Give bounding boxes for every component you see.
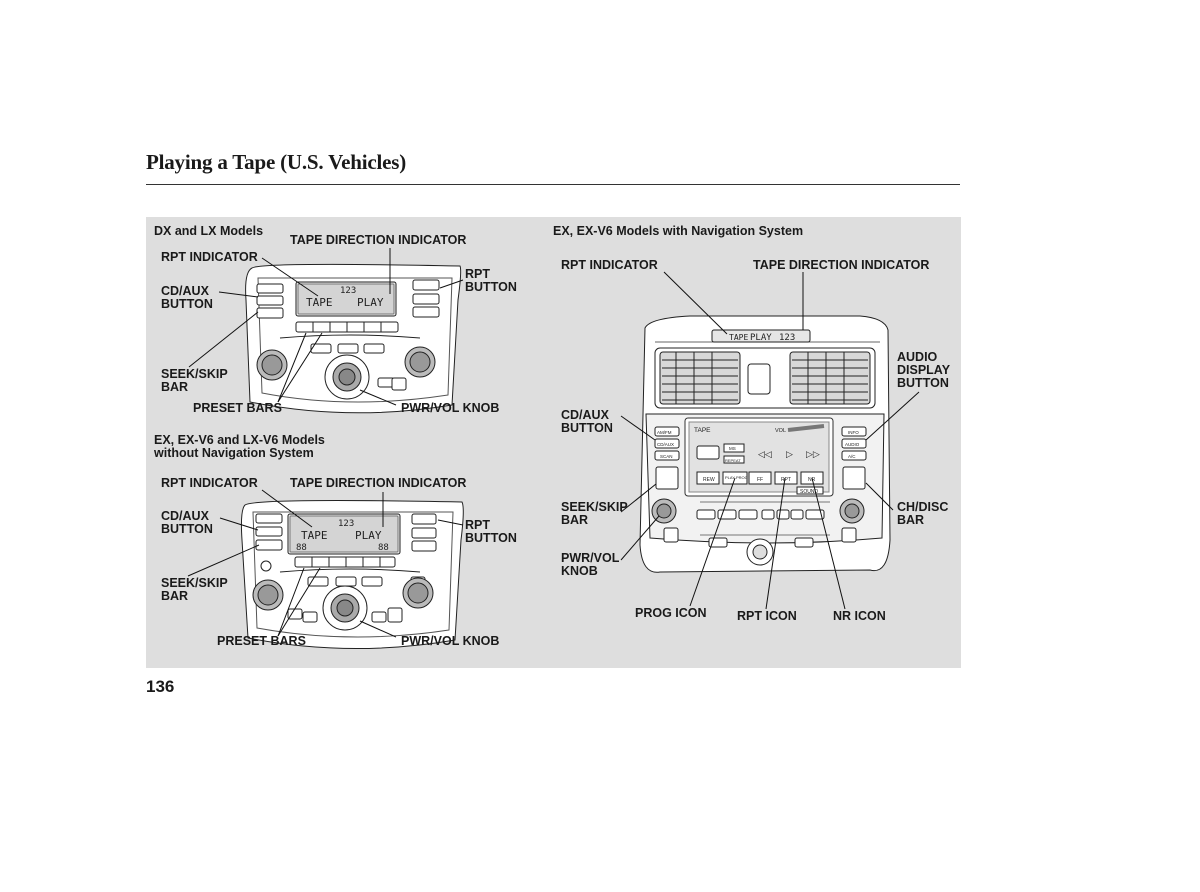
- leader-lines: [187, 248, 920, 638]
- nav-ff-glyph: ▷▷: [806, 449, 820, 459]
- nav-screen-mode: TAPE: [694, 427, 711, 434]
- ex-display-temp-right: 88: [378, 543, 389, 553]
- nav-screen-btn-rpt: RPT: [781, 477, 791, 483]
- dx-preset-bars-label: PRESET BARS: [193, 401, 282, 415]
- dx-heading: DX and LX Models: [154, 224, 264, 238]
- nav-tape-direction-label: TAPE DIRECTION INDICATOR: [753, 258, 930, 272]
- nav-ch-disc-label: CH/DISC BAR: [897, 500, 949, 527]
- ex-heading: EX, EX-V6 and LX-V6 Models without Navig…: [154, 433, 325, 460]
- dx-display-mode: TAPE: [306, 296, 333, 309]
- title-rule: [146, 184, 960, 185]
- ex-rpt-button-label: RPT BUTTON: [465, 518, 517, 545]
- nav-screen-sound: SOUND: [800, 489, 818, 495]
- nav-btn-ac: A/C: [848, 454, 856, 459]
- nav-play-glyph: ▷: [786, 449, 793, 459]
- dx-display-status: PLAY: [357, 296, 384, 309]
- nav-rpt-icon-label: RPT ICON: [737, 609, 797, 623]
- nav-top-status: PLAY: [750, 333, 772, 343]
- dx-rpt-indicator-label: RPT INDICATOR: [161, 250, 258, 264]
- nav-pwr-vol-label: PWR/VOL KNOB: [561, 551, 620, 578]
- nav-seek-skip-label: SEEK/SKIP BAR: [561, 500, 628, 527]
- nav-rew-glyph: ◁◁: [758, 449, 772, 459]
- nav-top-track: 123: [779, 333, 795, 343]
- nav-btn-audio: AUDIO: [845, 442, 860, 447]
- nav-unit: [639, 315, 891, 573]
- ex-cd-aux-label: CD/AUX BUTTON: [161, 509, 213, 536]
- dx-pwr-vol-label: PWR/VOL KNOB: [401, 401, 500, 415]
- nav-top-mode: TAPE: [729, 333, 748, 342]
- ex-display-track: 123: [338, 519, 354, 529]
- dx-tape-direction-label: TAPE DIRECTION INDICATOR: [290, 233, 467, 247]
- nav-btn-info: INFO: [848, 430, 859, 435]
- nav-screen-ms: MS: [729, 446, 736, 451]
- dx-cd-aux-label: CD/AUX BUTTON: [161, 284, 213, 311]
- ex-display-temp-left: 88: [296, 543, 307, 553]
- nav-screen-btn-nr: NR: [808, 477, 816, 483]
- nav-screen-btn-ff: FF: [757, 477, 763, 483]
- dx-rpt-button-label: RPT BUTTON: [465, 267, 517, 294]
- dx-seek-skip-label: SEEK/SKIP BAR: [161, 367, 228, 394]
- dx-radio-unit: [245, 263, 462, 414]
- nav-screen-vol: VOL: [775, 428, 786, 434]
- nav-screen-btn-rew: REW: [703, 477, 715, 483]
- nav-heading: EX, EX-V6 Models with Navigation System: [553, 224, 804, 238]
- ex-rpt-indicator-label: RPT INDICATOR: [161, 476, 258, 490]
- page-number: 136: [146, 677, 175, 696]
- nav-btn-scan: SCAN: [660, 454, 673, 459]
- nav-audio-display-label: AUDIO DISPLAY BUTTON: [897, 350, 951, 390]
- page-title: Playing a Tape (U.S. Vehicles): [146, 150, 407, 174]
- nav-rpt-indicator-label: RPT INDICATOR: [561, 258, 658, 272]
- nav-btn-am-fm: AM/FM: [657, 430, 672, 435]
- nav-prog-icon-label: PROG ICON: [635, 606, 707, 620]
- ex-pwr-vol-label: PWR/VOL KNOB: [401, 634, 500, 648]
- ex-display-status: PLAY: [355, 529, 382, 542]
- ex-preset-bars-label: PRESET BARS: [217, 634, 306, 648]
- nav-screen-repeat: REPEAT: [725, 458, 741, 463]
- nav-btn-cd-aux: CD/AUX: [657, 442, 674, 447]
- nav-screen-btn-play-prog: PLAY PROG: [725, 475, 748, 480]
- ex-tape-direction-label: TAPE DIRECTION INDICATOR: [290, 476, 467, 490]
- nav-cd-aux-label: CD/AUX BUTTON: [561, 408, 613, 435]
- nav-nr-icon-label: NR ICON: [833, 609, 886, 623]
- ex-seek-skip-label: SEEK/SKIP BAR: [161, 576, 228, 603]
- dx-display-track: 123: [340, 286, 356, 296]
- ex-display-mode: TAPE: [301, 529, 328, 542]
